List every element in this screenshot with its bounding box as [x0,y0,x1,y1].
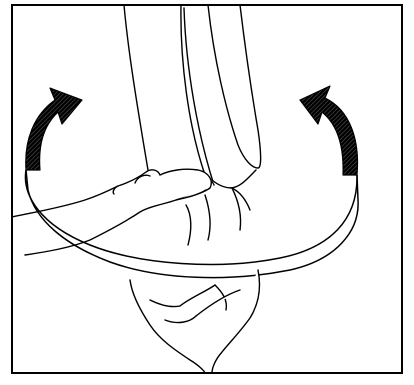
curved-arrow-left-icon [26,88,82,170]
knuckle-1 [135,175,150,183]
lower-hand-left-edge [130,280,205,373]
fabric-legs [124,5,261,188]
right-leg-edge [208,5,261,168]
thumb-and-hand [25,169,211,255]
curved-arrow-right-icon [300,86,358,175]
lower-hand-right-edge [212,270,260,373]
rotation-arrow-right [300,86,358,175]
finger-line [180,285,215,306]
finger-left [186,205,191,245]
finger-crease-1 [150,300,180,307]
palm-line [196,290,240,316]
seam-line [184,8,214,185]
rotation-arrow-left [26,88,82,170]
lower-hand [130,270,260,373]
loop-right-edge [357,175,358,200]
finger-crease-2 [165,316,196,323]
knuckle-2 [113,186,118,194]
finger-right [212,180,241,230]
finger-middle [205,195,210,240]
left-leg-outer-edge [124,5,148,170]
right-hand [12,169,250,255]
